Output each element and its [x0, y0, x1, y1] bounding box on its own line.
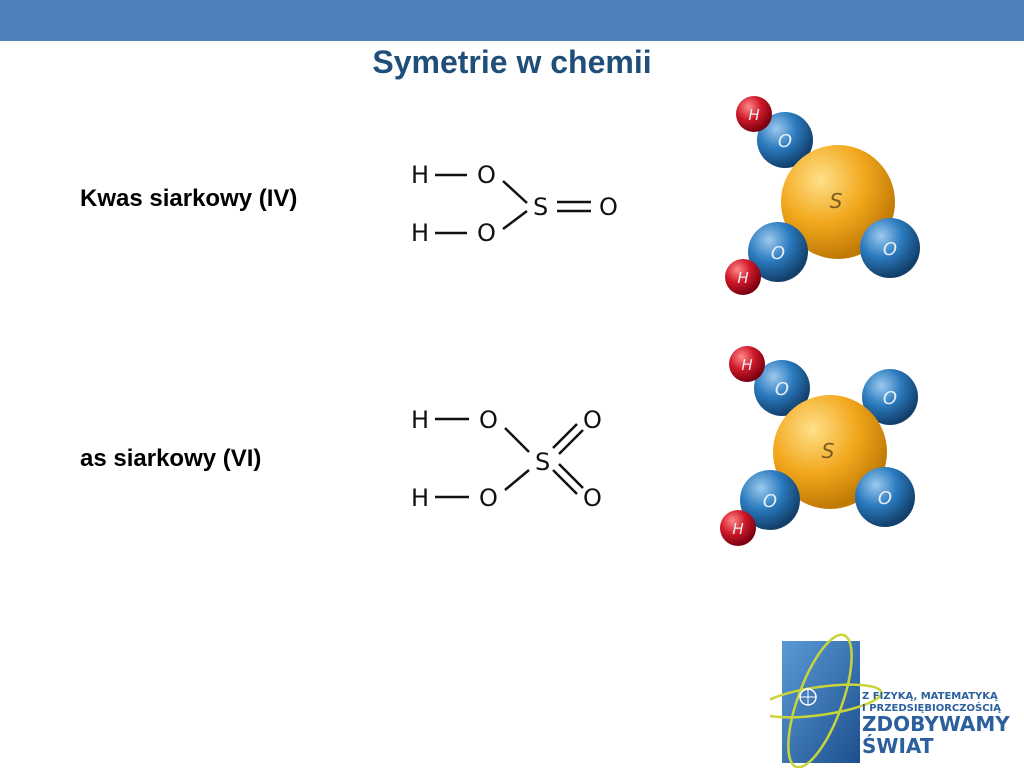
formula-atom-o: O [583, 484, 602, 512]
svg-text:O: O [775, 379, 789, 400]
structural-formula-sulfuric-acid: H H O O S O O [411, 406, 602, 512]
svg-text:S: S [830, 189, 843, 213]
svg-text:O: O [878, 488, 892, 509]
svg-text:H: H [732, 520, 743, 538]
svg-text:H: H [737, 269, 748, 287]
logo-line-3: ZDOBYWAMY [862, 712, 1010, 736]
logo-block [782, 641, 860, 763]
svg-text:O: O [771, 243, 785, 264]
svg-text:H: H [741, 356, 752, 374]
project-logo: Z FIZYKĄ, MATEMATYKĄ I PRZEDSIĘBIORCZOŚC… [770, 633, 1010, 768]
svg-text:O: O [883, 239, 897, 260]
formula-atom-h: H [411, 484, 429, 512]
svg-text:O: O [883, 388, 897, 409]
formula-atom-o: O [479, 484, 498, 512]
ball-model-sulfurous-acid: O H S O O H [725, 96, 920, 295]
logo-line-2: I PRZEDSIĘBIORCZOŚCIĄ [862, 701, 1001, 714]
logo-line-1: Z FIZYKĄ, MATEMATYKĄ [862, 691, 998, 702]
logo-orbits [770, 633, 883, 768]
formula-atom-o: O [583, 406, 602, 434]
formula-atom-o: O [479, 406, 498, 434]
bond-line [558, 429, 584, 455]
row-label-sulfuric-acid: as siarkowy (VI) [80, 445, 262, 472]
svg-text:O: O [763, 491, 777, 512]
oxygen-atom [757, 112, 813, 168]
formula-atom-h: H [411, 406, 429, 434]
hydrogen-atom [729, 346, 765, 382]
svg-text:H: H [748, 106, 759, 124]
row-label-sulfurous-acid: Kwas siarkowy (IV) [80, 185, 298, 212]
logo-line-4: ŚWIAT [862, 734, 934, 758]
formula-atom-s: S [533, 193, 548, 221]
slide-title: Symetrie w chemii [372, 44, 652, 80]
ball-model-sulfuric-acid: O H O S O O H [720, 346, 918, 546]
oxygen-atom [860, 218, 920, 278]
hydrogen-atom [725, 259, 761, 295]
oxygen-atom [754, 360, 810, 416]
hydrogen-atom [720, 510, 756, 546]
bond-line [552, 469, 578, 495]
svg-text:O: O [778, 131, 792, 152]
formula-atom-h: H [411, 219, 429, 247]
formula-atom-s: S [535, 448, 550, 476]
sulfur-atom [773, 395, 887, 509]
bond-line [504, 469, 530, 491]
bond-line [558, 463, 584, 489]
bond-line [502, 210, 528, 230]
formula-atom-o: O [477, 161, 496, 189]
oxygen-atom [740, 470, 800, 530]
formula-atom-o: O [477, 219, 496, 247]
bond-line [552, 423, 578, 449]
oxygen-atom [855, 467, 915, 527]
structural-formula-sulfurous-acid: H H O O S O [411, 161, 618, 247]
oxygen-atom [748, 222, 808, 282]
top-bar [0, 0, 1024, 41]
formula-atom-h: H [411, 161, 429, 189]
bond-line [504, 427, 530, 453]
formula-atom-o: O [599, 193, 618, 221]
bond-line [502, 180, 528, 204]
hydrogen-atom [736, 96, 772, 132]
svg-text:S: S [822, 439, 835, 463]
oxygen-atom [862, 369, 918, 425]
